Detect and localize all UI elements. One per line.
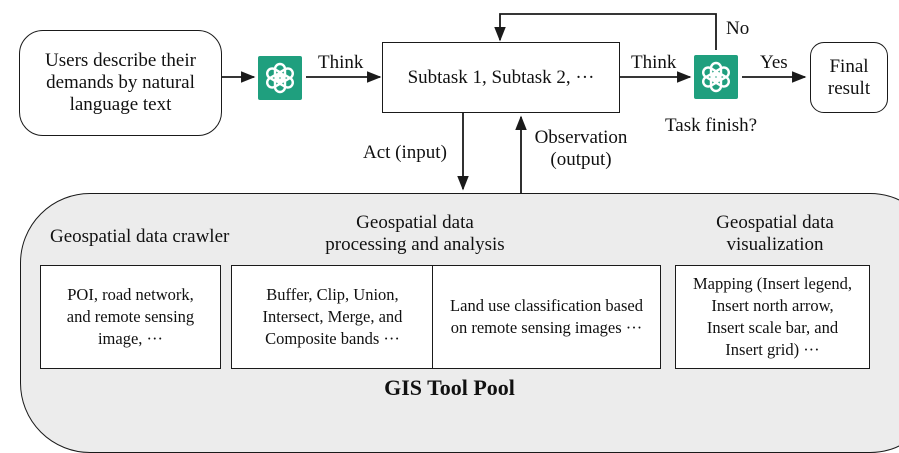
openai-logo-icon: [258, 56, 302, 100]
tool-crawler-line-3: image, ···: [97, 329, 164, 348]
observation-line-2: (output): [550, 149, 612, 170]
tool-crawler-line-1: POI, road network,: [67, 285, 194, 304]
pool-title: GIS Tool Pool: [384, 375, 515, 400]
tool-visualization-line-4: Insert grid) ···: [725, 340, 820, 359]
subtasks-text: Subtask 1, Subtask 2, ···: [407, 66, 595, 88]
connector-layer: [222, 13, 807, 193]
section-heading-visualization-line-2: visualization: [726, 234, 824, 255]
yes-label: Yes: [760, 52, 788, 73]
section-heading-processing: Geospatial data processing and analysis: [300, 212, 530, 256]
tool-visualization-line-2: Insert north arrow,: [711, 296, 834, 315]
user-input-line-1: Users describe their: [45, 50, 196, 71]
user-input-box: Users describe their demands by natural …: [19, 30, 222, 136]
observation-label: Observation (output): [531, 127, 631, 171]
tool-processing-class-line-1: Land use classification based: [450, 296, 643, 315]
section-heading-processing-line-2: processing and analysis: [325, 234, 505, 255]
tool-box-crawler: POI, road network, and remote sensing im…: [40, 265, 221, 369]
tool-processing-basic-line-1: Buffer, Clip, Union,: [266, 285, 399, 304]
think-label-2: Think: [631, 52, 677, 73]
section-heading-visualization-line-1: Geospatial data: [716, 212, 834, 233]
subtasks-box: Subtask 1, Subtask 2, ···: [382, 42, 620, 113]
openai-logo-icon: [694, 55, 738, 99]
tool-visualization-line-3: Insert scale bar, and: [706, 318, 839, 337]
act-label: Act (input): [363, 142, 447, 163]
tool-visualization-line-1: Mapping (Insert legend,: [693, 274, 852, 293]
observation-line-1: Observation: [534, 127, 628, 148]
tool-processing-class-line-2: on remote sensing images ···: [450, 318, 643, 337]
final-result-box: Final result: [810, 42, 888, 113]
user-input-line-3: language text: [69, 94, 172, 115]
section-heading-crawler: Geospatial data crawler: [50, 226, 230, 247]
tool-processing-basic-line-2: Intersect, Merge, and: [262, 307, 403, 326]
task-finish-label: Task finish?: [665, 115, 758, 136]
section-heading-processing-line-1: Geospatial data: [356, 212, 474, 233]
tool-box-processing-classification: Land use classification based on remote …: [432, 265, 661, 369]
section-heading-visualization: Geospatial data visualization: [680, 212, 870, 256]
tool-box-visualization: Mapping (Insert legend, Insert north arr…: [675, 265, 870, 369]
think-label-1: Think: [318, 52, 364, 73]
user-input-line-2: demands by natural: [46, 72, 195, 93]
final-result-line-1: Final: [829, 55, 869, 77]
tool-box-processing-basic: Buffer, Clip, Union, Intersect, Merge, a…: [231, 265, 434, 369]
arrow-no-loop: [494, 13, 717, 50]
tool-crawler-line-2: and remote sensing: [66, 307, 195, 326]
tool-processing-basic-line-3: Composite bands ···: [265, 329, 400, 348]
final-result-line-2: result: [827, 77, 871, 99]
no-label: No: [726, 18, 750, 39]
